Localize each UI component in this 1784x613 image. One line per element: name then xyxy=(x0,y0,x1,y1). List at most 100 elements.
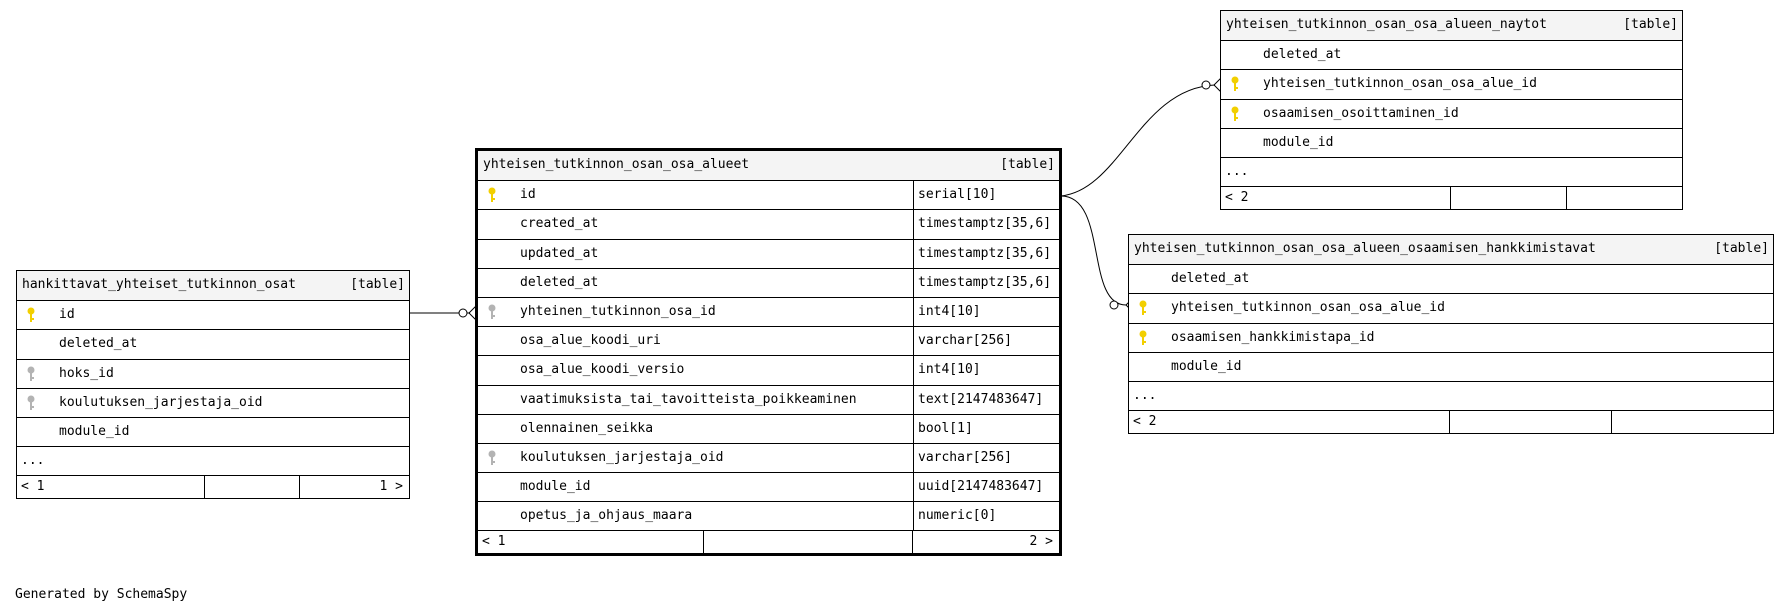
column-name: osaamisen_osoittaminen_id xyxy=(1263,105,1459,121)
edge-main-to-bottom-right xyxy=(1060,195,1127,306)
column-name: yhteisen_tutkinnon_osan_osa_alue_id xyxy=(1171,300,1445,316)
column-row[interactable]: olennainen_seikka bool[1] xyxy=(478,413,1059,443)
column-row[interactable]: module_id xyxy=(1129,351,1773,381)
column-name: deleted_at xyxy=(1263,47,1342,63)
column-name: olennainen_seikka xyxy=(520,420,654,436)
table-hankittavat-yhteiset-tutkinnon-osat[interactable]: hankittavat_yhteiset_tutkinnon_osat [tab… xyxy=(16,270,410,500)
foreign-key-icon xyxy=(488,450,496,465)
more-columns-row[interactable]: ... xyxy=(17,446,409,475)
column-name: osaamisen_hankkimistapa_id xyxy=(1171,329,1375,345)
more-columns-ellipsis: ... xyxy=(21,453,45,469)
column-name: module_id xyxy=(1263,134,1334,150)
column-name: updated_at xyxy=(520,245,599,261)
column-name: module_id xyxy=(59,423,130,439)
table-name: hankittavat_yhteiset_tutkinnon_osat xyxy=(22,277,296,292)
column-row[interactable]: yhteisen_tutkinnon_osan_osa_alue_id xyxy=(1129,293,1773,322)
parent-count: < 1 xyxy=(482,534,506,550)
column-datatype: int4[10] xyxy=(913,297,981,327)
table-name: yhteisen_tutkinnon_osan_osa_alueen_nayto… xyxy=(1226,17,1547,32)
column-row[interactable]: hoks_id xyxy=(17,358,409,388)
primary-key-icon xyxy=(1231,106,1239,121)
column-name: module_id xyxy=(1171,358,1242,374)
column-row[interactable]: osa_alue_koodi_versio int4[10] xyxy=(478,355,1059,385)
column-row[interactable]: deleted_at timestamptz[35,6] xyxy=(478,267,1059,297)
column-name: id xyxy=(59,307,75,323)
footer-cell xyxy=(1450,187,1566,210)
footer-cell xyxy=(204,476,299,499)
column-datatype: timestamptz[35,6] xyxy=(913,268,1051,297)
footer-cell xyxy=(1566,187,1682,210)
table-header[interactable]: yhteisen_tutkinnon_osan_osa_alueet [tabl… xyxy=(478,151,1059,181)
table-type: [table] xyxy=(1000,157,1055,172)
edge-main-to-top-right-optional-marker xyxy=(1201,80,1211,90)
column-row[interactable]: vaatimuksista_tai_tavoitteista_poikkeami… xyxy=(478,384,1059,414)
column-name: id xyxy=(520,187,536,203)
edge-left-to-main-optional-marker xyxy=(458,308,468,318)
column-list: id deleted_at hoks_id koulutuksen_jarjestaj… xyxy=(17,300,409,446)
primary-key-icon xyxy=(488,187,496,203)
parent-count: < 2 xyxy=(1133,414,1157,430)
table-footer: < 2 xyxy=(1221,186,1682,210)
column-row[interactable]: module_id xyxy=(17,416,409,446)
column-row[interactable]: module_id xyxy=(1221,127,1682,157)
table-yhteisen-tutkinnon-osan-osa-alueet[interactable]: yhteisen_tutkinnon_osan_osa_alueet [tabl… xyxy=(475,148,1062,557)
column-row[interactable]: id xyxy=(17,300,409,329)
table-footer: < 1 1 > xyxy=(17,475,409,499)
parent-count: < 2 xyxy=(1225,190,1249,206)
more-columns-row[interactable]: ... xyxy=(1221,156,1682,186)
footer-cell xyxy=(1449,411,1611,434)
footer-cell xyxy=(299,476,409,499)
column-datatype: serial[10] xyxy=(913,181,996,210)
column-row[interactable]: deleted_at xyxy=(1129,264,1773,293)
column-row[interactable]: deleted_at xyxy=(1221,40,1682,69)
column-name: osa_alue_koodi_versio xyxy=(520,362,685,378)
table-header[interactable]: yhteisen_tutkinnon_osan_osa_alueen_osaam… xyxy=(1129,235,1773,265)
column-datatype: uuid[2147483647] xyxy=(913,473,1043,502)
table-type: [table] xyxy=(350,277,405,292)
column-datatype: bool[1] xyxy=(913,414,973,443)
more-columns-row[interactable]: ... xyxy=(1129,380,1773,410)
column-name: deleted_at xyxy=(59,336,138,352)
column-name: vaatimuksista_tai_tavoitteista_poikkeami… xyxy=(520,391,857,407)
foreign-key-icon xyxy=(27,395,35,410)
column-list: deleted_at yhteisen_tutkinnon_osan_osa_al… xyxy=(1221,40,1682,157)
column-datatype: int4[10] xyxy=(913,356,981,385)
column-name: yhteisen_tutkinnon_osan_osa_alue_id xyxy=(1263,76,1537,92)
column-name: deleted_at xyxy=(1171,271,1250,287)
column-row[interactable]: osaamisen_hankkimistapa_id xyxy=(1129,322,1773,352)
footer-cell xyxy=(1611,411,1773,434)
table-header[interactable]: hankittavat_yhteiset_tutkinnon_osat [tab… xyxy=(17,271,409,301)
table-yhteisen-tutkinnon-osan-osa-alueen-naytot[interactable]: yhteisen_tutkinnon_osan_osa_alueen_nayto… xyxy=(1220,10,1683,211)
child-count: 1 > xyxy=(379,479,403,495)
table-type: [table] xyxy=(1714,241,1769,256)
column-name: deleted_at xyxy=(520,274,599,290)
column-name: koulutuksen_jarjestaja_oid xyxy=(520,449,724,465)
edge-main-to-top-right xyxy=(1060,84,1216,197)
foreign-key-icon xyxy=(27,366,35,381)
column-list: deleted_at yhteisen_tutkinnon_osan_osa_al… xyxy=(1129,264,1773,381)
column-row[interactable]: osaamisen_osoittaminen_id xyxy=(1221,98,1682,128)
column-row[interactable]: id serial[10] xyxy=(478,180,1059,210)
generated-by-footer: Generated by SchemaSpy xyxy=(15,587,188,602)
table-name: yhteisen_tutkinnon_osan_osa_alueen_osaam… xyxy=(1134,241,1596,256)
table-yhteisen-tutkinnon-osan-osa-alueen-osaamisen-hankkimistavat[interactable]: yhteisen_tutkinnon_osan_osa_alueen_osaam… xyxy=(1128,234,1774,435)
footer-cell xyxy=(912,531,1059,554)
column-name: created_at xyxy=(520,216,599,232)
column-name: hoks_id xyxy=(59,365,114,381)
column-row[interactable]: koulutuksen_jarjestaja_oid xyxy=(17,387,409,417)
column-row[interactable]: yhteisen_tutkinnon_osan_osa_alue_id xyxy=(1221,69,1682,98)
primary-key-icon xyxy=(1139,330,1147,345)
column-row[interactable]: deleted_at xyxy=(17,329,409,358)
foreign-key-icon xyxy=(488,304,496,319)
edge-left-to-main-crowfoot xyxy=(468,305,477,321)
table-header[interactable]: yhteisen_tutkinnon_osan_osa_alueen_nayto… xyxy=(1221,11,1682,41)
